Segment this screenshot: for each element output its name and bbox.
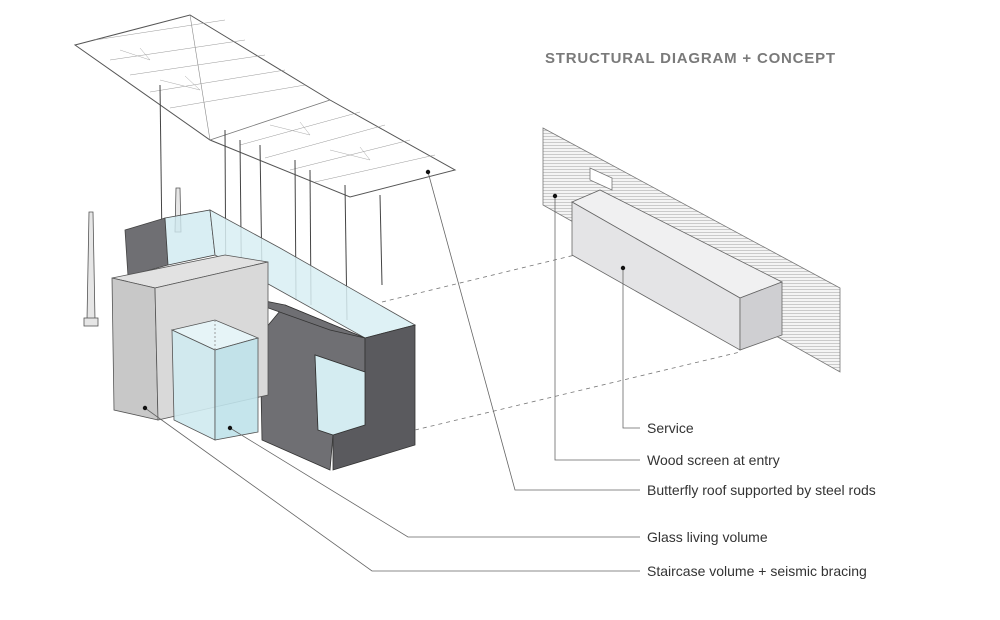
label-staircase: Staircase volume + seismic bracing — [647, 563, 867, 579]
glass-living-volume — [170, 319, 260, 441]
label-butterfly-roof: Butterfly roof supported by steel rods — [647, 482, 876, 498]
service-box — [571, 189, 783, 351]
diagram-title: STRUCTURAL DIAGRAM + CONCEPT — [545, 50, 836, 67]
label-glass-volume: Glass living volume — [647, 529, 768, 545]
butterfly-roof — [73, 14, 457, 198]
label-service: Service — [647, 420, 694, 436]
rear-volume — [124, 209, 216, 277]
label-wood-screen: Wood screen at entry — [647, 452, 780, 468]
leader-dots — [142, 169, 626, 431]
leader-lines — [144, 171, 640, 572]
projection-lines — [381, 254, 741, 431]
